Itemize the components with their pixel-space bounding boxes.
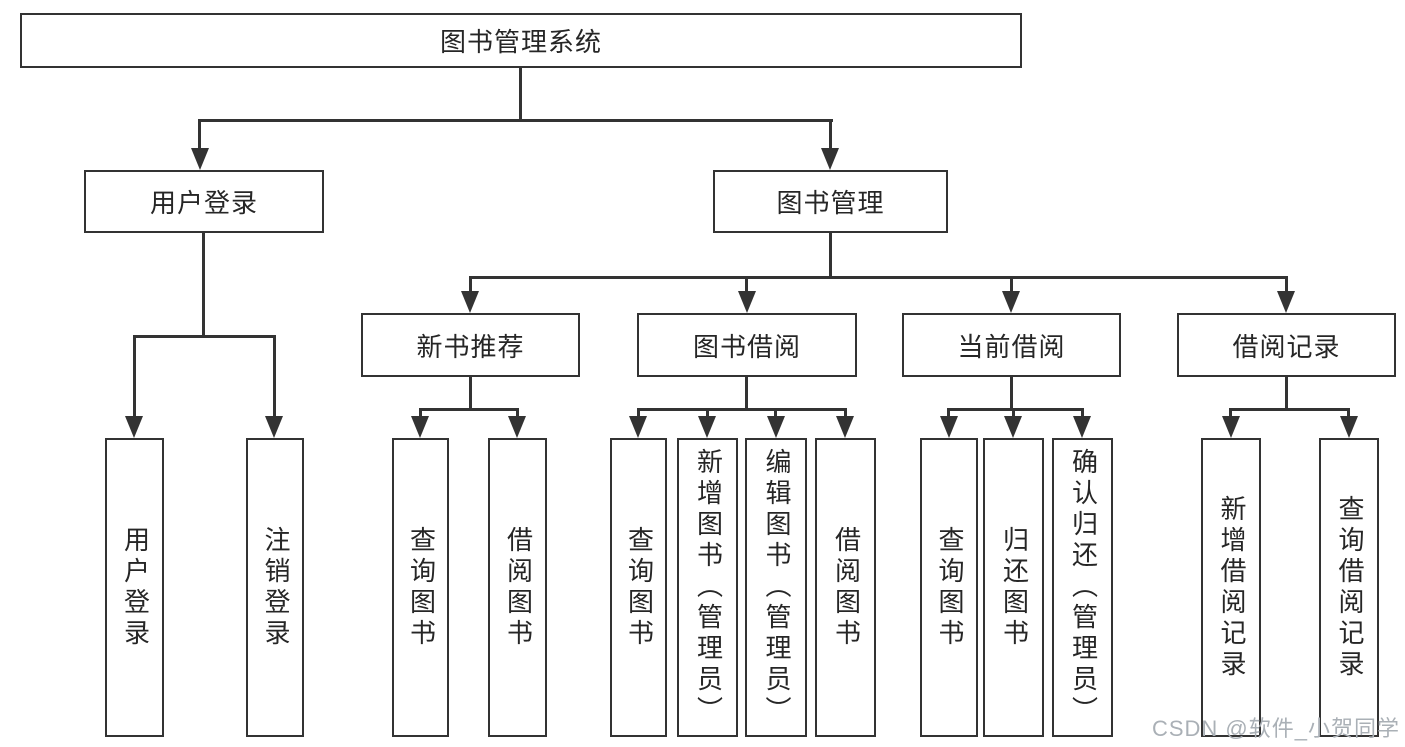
- conn-nb-drop2: [516, 408, 519, 420]
- leaf-query-borrow-record: 查询借阅记录: [1319, 438, 1379, 737]
- arrowhead-add-record: [1222, 416, 1240, 438]
- conn-cb-drop3: [1081, 408, 1084, 420]
- leaf-return-books: 归还图书: [983, 438, 1044, 737]
- conn-root-stem: [519, 66, 522, 122]
- arrowhead-query-rec: [411, 416, 429, 438]
- arrowhead-newbookrec: [461, 291, 479, 313]
- arrowhead-leaf-logout: [265, 416, 283, 438]
- conn-bb-stem: [745, 375, 748, 411]
- node-new-book-recommend: 新书推荐: [361, 313, 580, 377]
- arrowhead-borrow-books: [836, 416, 854, 438]
- arrowhead-currentborrow: [1002, 291, 1020, 313]
- leaf-borrow-books: 借阅图书: [815, 438, 876, 737]
- leaf-query-books-current: 查询图书: [920, 438, 978, 737]
- conn-ul-stem: [202, 231, 205, 338]
- conn-bookmgmt-drop: [829, 119, 832, 152]
- leaf-confirm-return-admin: 确认归还（管理员）: [1052, 438, 1113, 737]
- leaf-add-borrow-record: 新增借阅记录: [1201, 438, 1261, 737]
- conn-cb-stem: [1010, 375, 1013, 411]
- arrowhead-add-books: [698, 416, 716, 438]
- leaf-add-books-admin: 新增图书（管理员）: [677, 438, 738, 737]
- conn-userlogin-drop: [198, 119, 201, 152]
- conn-ul-hbar: [133, 335, 276, 338]
- arrowhead-borrow-rec: [508, 416, 526, 438]
- arrowhead-query-cb: [940, 416, 958, 438]
- conn-bb-drop4: [844, 408, 847, 420]
- conn-br-hbar: [1229, 408, 1350, 411]
- conn-ul-drop1: [133, 335, 136, 418]
- leaf-user-login: 用户登录: [105, 438, 164, 737]
- conn-bm-drop4: [1285, 276, 1288, 293]
- conn-nb-drop1: [419, 408, 422, 420]
- conn-bm-drop2: [745, 276, 748, 293]
- conn-bb-drop3: [774, 408, 777, 420]
- leaf-query-books-recommend: 查询图书: [392, 438, 449, 737]
- conn-cb-drop1: [947, 408, 950, 420]
- conn-bm-drop1: [469, 276, 472, 293]
- conn-bm-drop3: [1010, 276, 1013, 293]
- arrowhead-userlogin: [191, 148, 209, 170]
- node-book-borrowing: 图书借阅: [637, 313, 857, 377]
- conn-root-hbar: [199, 119, 833, 122]
- conn-cb-hbar: [947, 408, 1084, 411]
- conn-br-stem: [1285, 375, 1288, 411]
- conn-ul-drop2: [273, 335, 276, 418]
- node-current-borrowing: 当前借阅: [902, 313, 1121, 377]
- arrowhead-bookmgmt: [821, 148, 839, 170]
- conn-br-drop2: [1347, 408, 1350, 420]
- conn-bb-drop2: [706, 408, 709, 420]
- arrowhead-query-bb: [629, 416, 647, 438]
- leaf-edit-books-admin: 编辑图书（管理员）: [745, 438, 807, 737]
- arrowhead-query-record: [1340, 416, 1358, 438]
- arrowhead-confirm-return: [1073, 416, 1091, 438]
- conn-nb-hbar: [419, 408, 519, 411]
- arrowhead-leaf-userlogin: [125, 416, 143, 438]
- arrowhead-return-books: [1004, 416, 1022, 438]
- node-root-system: 图书管理系统: [20, 13, 1022, 68]
- node-book-management: 图书管理: [713, 170, 948, 233]
- conn-nb-stem: [469, 375, 472, 411]
- node-user-login: 用户登录: [84, 170, 324, 233]
- arrowhead-edit-books: [767, 416, 785, 438]
- conn-cb-drop2: [1012, 408, 1015, 420]
- conn-br-drop1: [1229, 408, 1232, 420]
- arrowhead-bookborrowing: [738, 291, 756, 313]
- leaf-borrow-books-recommend: 借阅图书: [488, 438, 547, 737]
- conn-bb-hbar: [637, 408, 847, 411]
- leaf-query-books-borrowing: 查询图书: [610, 438, 667, 737]
- leaf-logout: 注销登录: [246, 438, 304, 737]
- conn-bm-stem: [829, 231, 832, 279]
- watermark-text: CSDN @软件_小贺同学: [1151, 716, 1400, 741]
- arrowhead-borrowrecords: [1277, 291, 1295, 313]
- node-borrow-records: 借阅记录: [1177, 313, 1396, 377]
- conn-bm-hbar: [469, 276, 1288, 279]
- conn-bb-drop1: [637, 408, 640, 420]
